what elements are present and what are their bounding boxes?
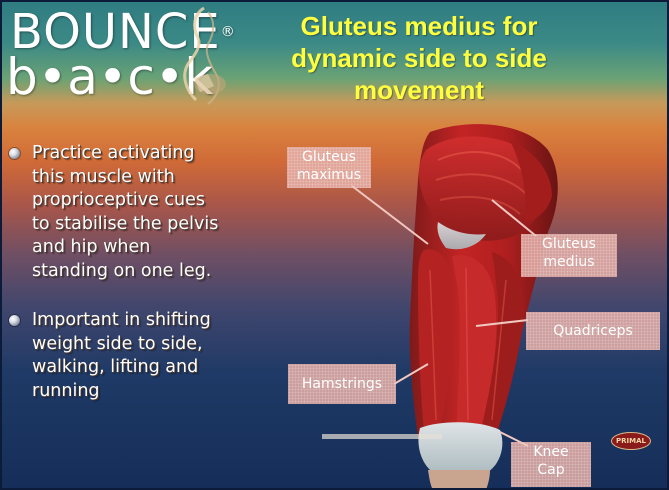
pointer-line	[500, 432, 528, 446]
pointer-line	[476, 320, 528, 326]
pointer-line	[492, 200, 536, 236]
pointer-line	[394, 364, 428, 384]
primal-logo: PRIMAL	[611, 432, 651, 450]
pointer-line	[352, 186, 428, 244]
